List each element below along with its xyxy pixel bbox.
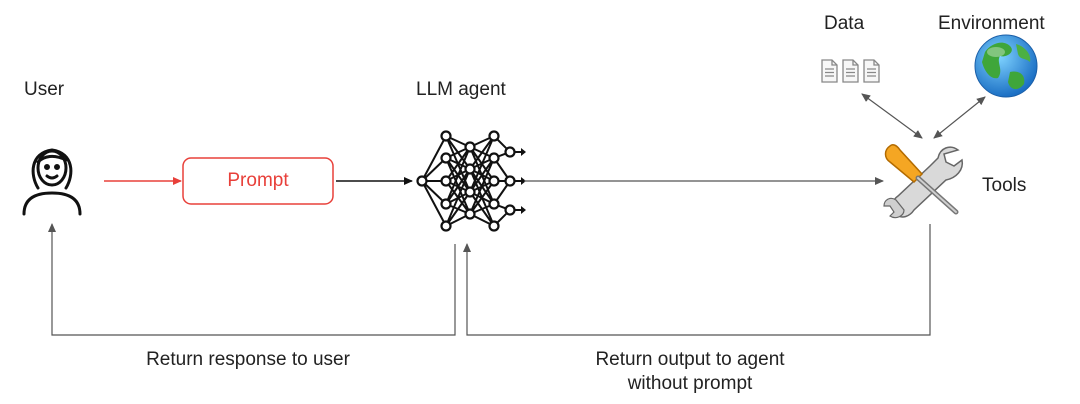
user-label: User: [24, 79, 65, 100]
llm-agent-label: LLM agent: [416, 79, 506, 100]
globe-icon: [974, 34, 1038, 98]
tools-label: Tools: [982, 175, 1027, 196]
user-icon: [22, 148, 82, 216]
environment-label: Environment: [938, 13, 1045, 34]
return-output-arrow: [463, 224, 931, 336]
prompt-box: [182, 157, 334, 205]
neural-network-icon: [416, 130, 526, 232]
data-label: Data: [824, 13, 865, 34]
return-output-line1: Return output to agent: [595, 349, 785, 370]
return-response-label: Return response to user: [146, 349, 350, 370]
return-output-line2: without prompt: [627, 373, 753, 394]
environment-tools-arrow: [933, 96, 986, 139]
document-icon: [821, 59, 880, 83]
wrench-screwdriver-icon: [883, 144, 964, 219]
return-response-arrow: [48, 223, 456, 336]
data-tools-arrow: [861, 93, 923, 139]
prompt-label: Prompt: [227, 170, 289, 191]
return-output-label: Return output to agent without prompt: [560, 348, 820, 396]
